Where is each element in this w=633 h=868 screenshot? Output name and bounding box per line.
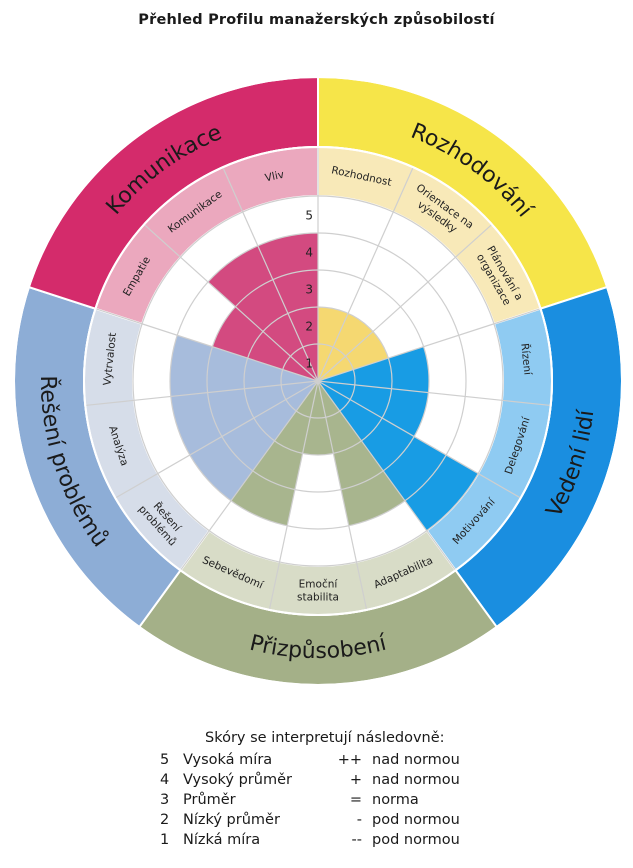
legend-norm: pod normou bbox=[372, 812, 460, 828]
bar-analýza bbox=[170, 381, 318, 455]
grid-spoke bbox=[317, 166, 414, 382]
bar-řízení bbox=[318, 346, 429, 393]
grid-spoke bbox=[222, 166, 319, 382]
legend-symbol: ++ bbox=[337, 752, 362, 768]
bar-empatie bbox=[212, 306, 318, 381]
legend-level: Průměr bbox=[183, 792, 236, 808]
legend-norm: nad normou bbox=[372, 772, 460, 788]
scale-tick-label: 3 bbox=[305, 283, 313, 297]
grid-spoke bbox=[317, 380, 521, 499]
legend-norm: pod normou bbox=[372, 832, 460, 848]
grid-spoke bbox=[317, 308, 541, 382]
legend-intro: Skóry se interpretují následovně: bbox=[205, 730, 445, 746]
bar-motivování bbox=[318, 381, 479, 531]
chart-title: Přehled Profilu manažerských způsobilost… bbox=[138, 12, 495, 28]
grid-spoke bbox=[317, 380, 551, 407]
bar-adaptabilita bbox=[318, 381, 405, 526]
bar-řešení-problémů bbox=[189, 381, 318, 501]
grid-spoke bbox=[115, 380, 319, 499]
legend-score: 2 bbox=[160, 812, 170, 828]
legend-score: 1 bbox=[160, 832, 170, 848]
bar-komunikace bbox=[208, 245, 318, 381]
competency-label: Vliv bbox=[264, 169, 285, 185]
grid-spoke bbox=[85, 380, 319, 407]
grid-spoke bbox=[268, 380, 319, 611]
grid-spoke bbox=[317, 380, 457, 571]
bar-orientace-na-výsledky bbox=[318, 313, 373, 381]
scale-tick-label: 2 bbox=[305, 320, 313, 334]
legend-symbol: - bbox=[356, 812, 362, 828]
legend-score: 4 bbox=[160, 772, 170, 788]
legend-level: Vysoký průměr bbox=[183, 772, 292, 788]
scale-tick-label: 5 bbox=[305, 209, 313, 223]
competency-label: Řízení bbox=[518, 343, 534, 377]
legend-level: Nízká míra bbox=[183, 832, 261, 848]
outer-edge bbox=[13, 76, 623, 686]
bar-plánování-a-organizace bbox=[318, 331, 389, 381]
legend-symbol: = bbox=[349, 792, 362, 808]
legend-level: Vysoká míra bbox=[183, 752, 273, 768]
competency-label: Vytrvalost bbox=[101, 332, 118, 386]
legend-level: Nízký průměr bbox=[183, 812, 280, 828]
grid-spoke bbox=[179, 380, 319, 571]
legend-symbol: -- bbox=[351, 832, 362, 848]
label-band-edge bbox=[83, 146, 553, 616]
scale-tick-label: 1 bbox=[305, 357, 313, 371]
grid-spoke bbox=[317, 223, 493, 382]
grid-spoke bbox=[143, 223, 319, 382]
scale-tick-label: 4 bbox=[305, 246, 313, 260]
bar-delegování bbox=[318, 381, 429, 437]
grid-spoke bbox=[95, 308, 319, 382]
grid-spoke bbox=[317, 380, 368, 611]
legend-norm: nad normou bbox=[372, 752, 460, 768]
legend-norm: norma bbox=[372, 792, 419, 808]
bar-sebevědomí bbox=[231, 381, 318, 526]
legend-symbol: + bbox=[349, 772, 362, 788]
bar-rozhodnost bbox=[318, 307, 349, 381]
legend-score: 3 bbox=[160, 792, 170, 808]
bar-vliv bbox=[257, 233, 318, 381]
legend-score: 5 bbox=[160, 752, 170, 768]
